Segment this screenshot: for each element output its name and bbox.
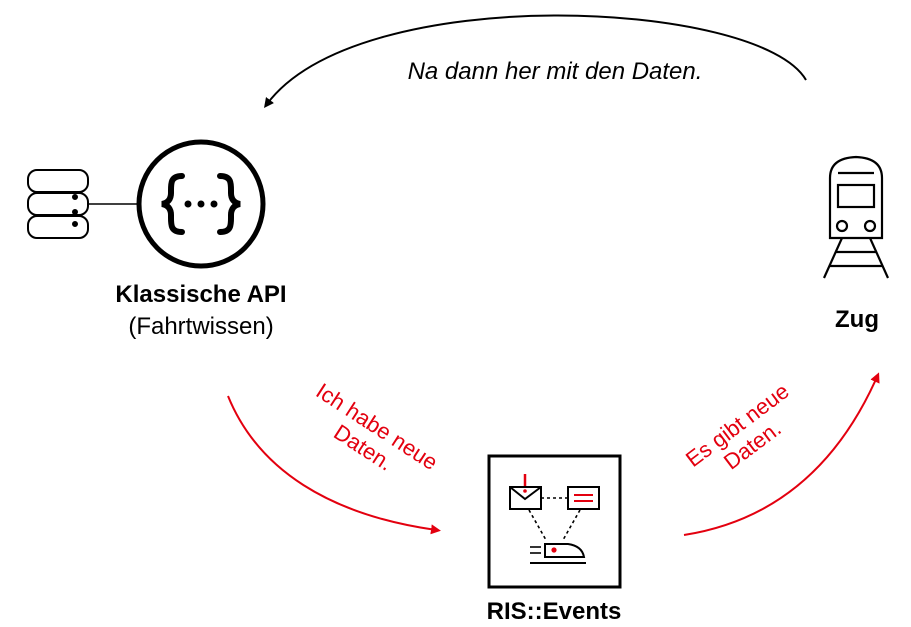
database-icon [27, 169, 89, 239]
arrow-right [683, 372, 880, 536]
train-icon [822, 155, 890, 279]
ris-events-icon [487, 454, 622, 589]
arrow-top [263, 14, 807, 108]
api-braces-icon [136, 139, 266, 269]
train-title: Zug [835, 306, 879, 333]
top-arrow-label: Na dann her mit den Daten. [407, 58, 703, 85]
api-subtitle: (Fahrtwissen) [128, 313, 274, 340]
events-title: RIS::Events [486, 598, 622, 625]
api-title: Klassische API [115, 281, 287, 308]
arrow-left [227, 395, 441, 535]
